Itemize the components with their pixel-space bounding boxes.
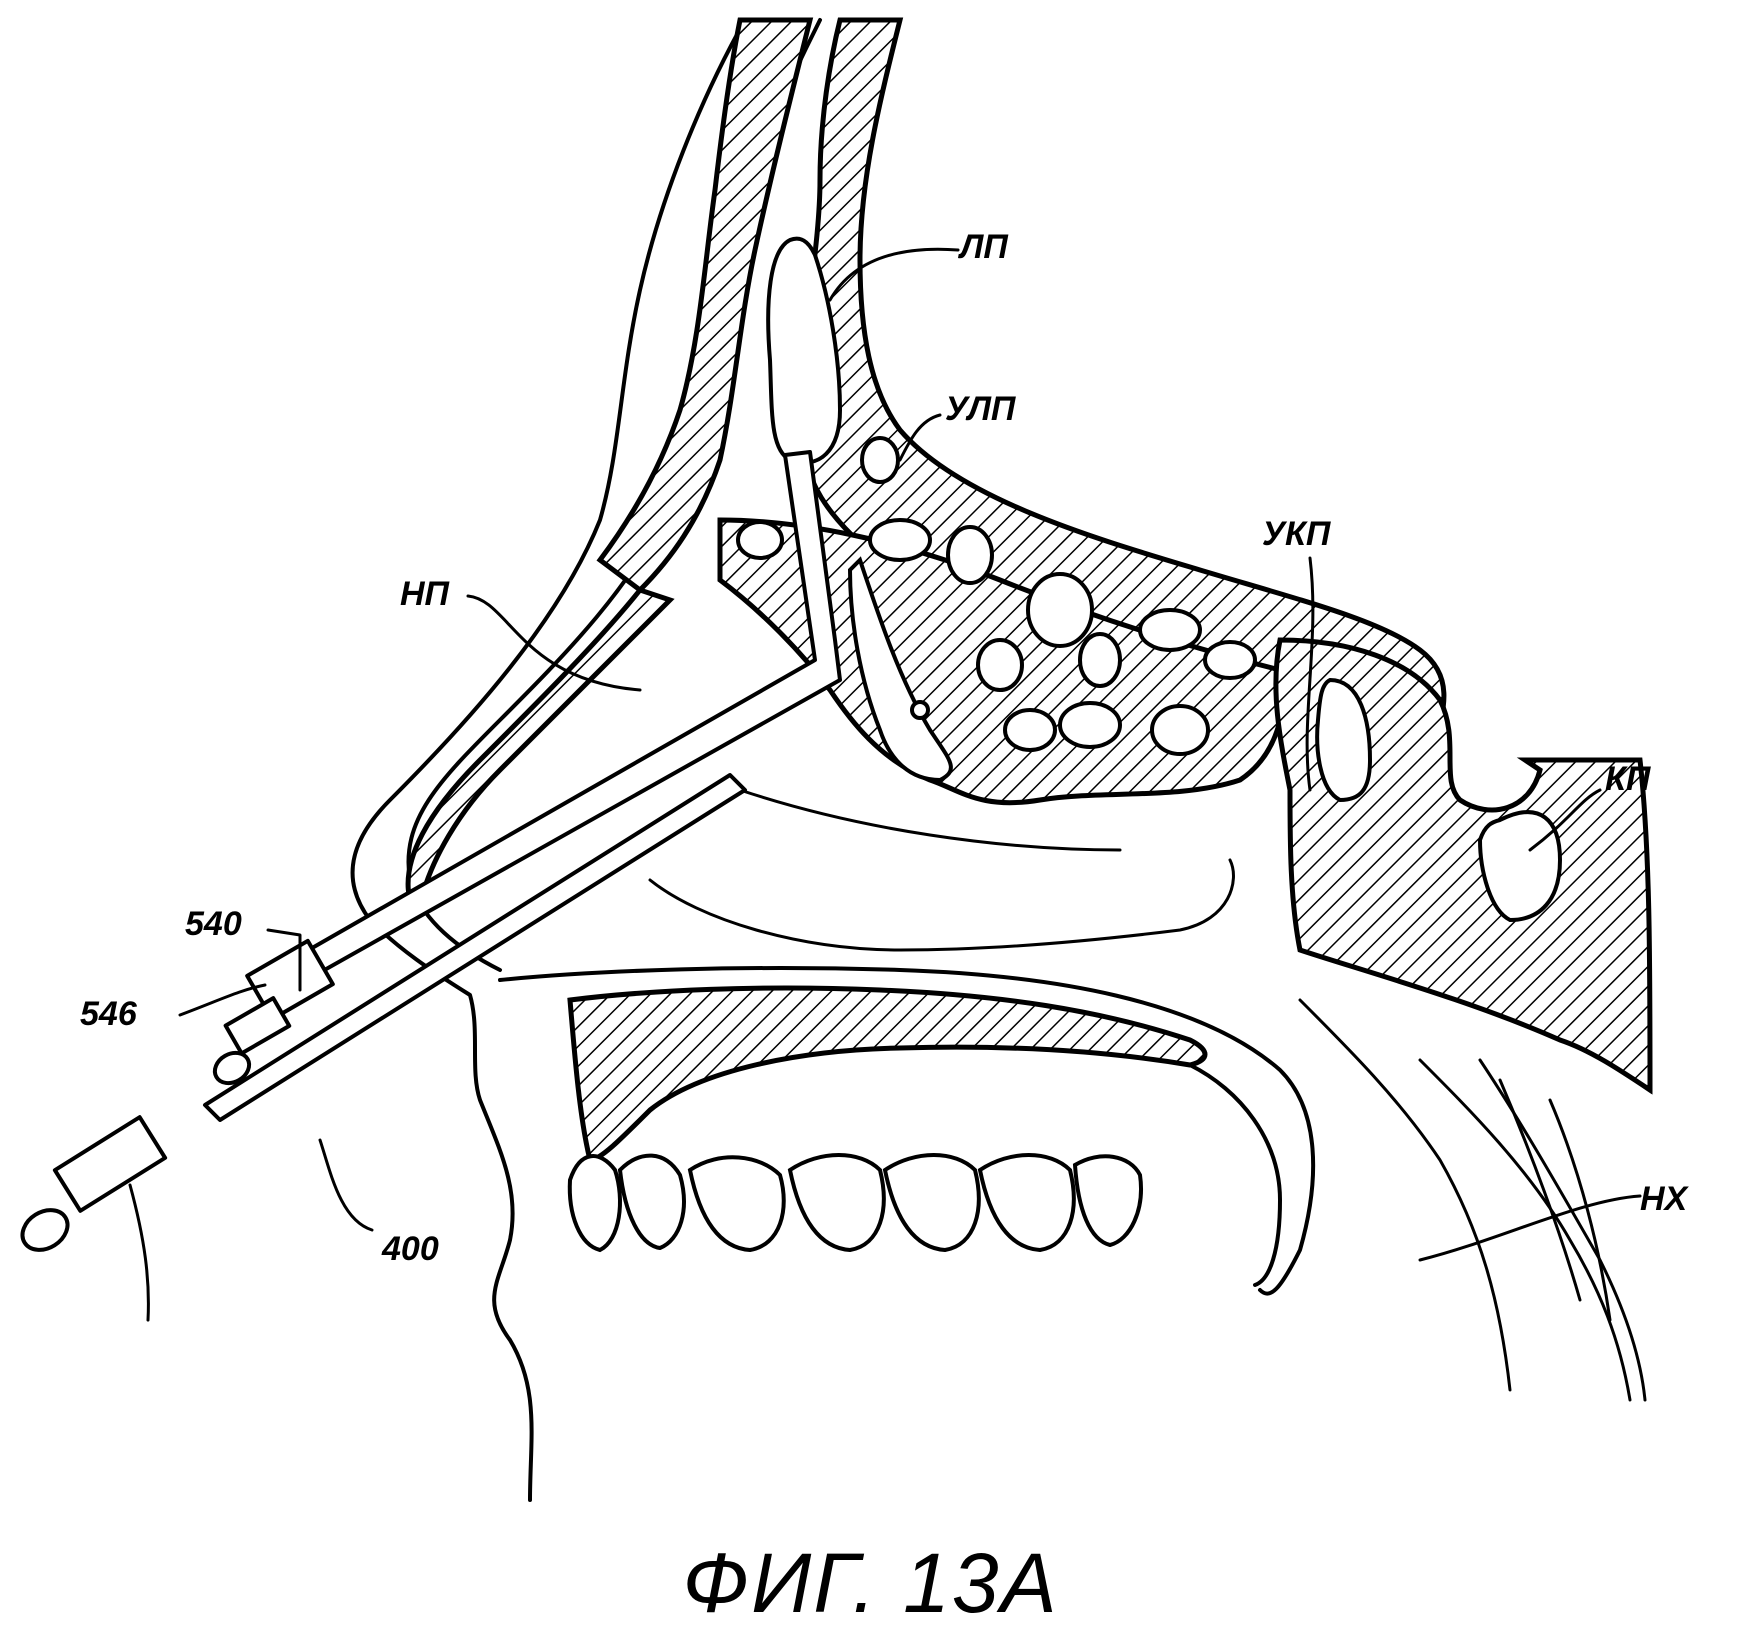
hard-palate <box>567 985 1208 1163</box>
syringe-tube <box>128 1183 150 1322</box>
figure-caption: ФИГ. 13А <box>682 1536 1059 1630</box>
frontal-sinus <box>766 236 843 465</box>
pharynx <box>1298 998 1647 1402</box>
nasal-floor <box>648 788 1235 952</box>
guide-device <box>20 450 842 1322</box>
syringe-body <box>52 1115 168 1213</box>
teeth <box>567 1153 1143 1253</box>
sphenoid-bone <box>1273 637 1653 1095</box>
handle-cap <box>212 1050 252 1086</box>
label-nasal-cavity: НП <box>400 575 451 613</box>
label-ref-546: 546 <box>80 995 138 1033</box>
soft-palate <box>498 966 1316 1296</box>
label-ref-400: 400 <box>381 1230 439 1268</box>
label-sphenoid-ostium: УКП <box>1262 515 1332 553</box>
label-ref-540: 540 <box>185 905 242 943</box>
label-frontal-sinus: ЛП <box>957 228 1009 266</box>
leader-lines <box>178 247 1642 1262</box>
label-frontal-sinus-ostium: УЛП <box>945 390 1017 428</box>
syringe-plunger <box>20 1208 70 1252</box>
label-nasopharynx: НХ <box>1640 1180 1690 1218</box>
label-sphenoid-sinus: КП <box>1605 760 1652 798</box>
handle-connector-546 <box>223 996 292 1056</box>
middle-turbinate <box>847 556 953 783</box>
